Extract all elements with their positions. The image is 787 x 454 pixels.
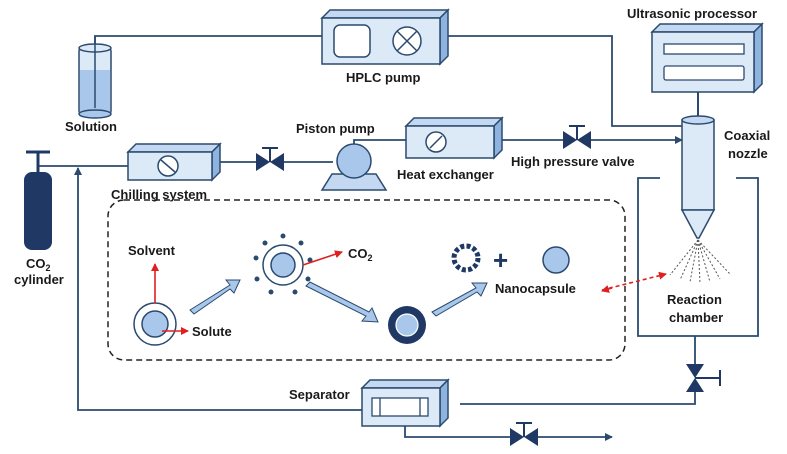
pipes <box>38 35 696 441</box>
heat-exchanger-label: Heat exchanger <box>397 167 494 182</box>
pipe-solution-hplc <box>94 35 322 48</box>
solution-vessel <box>78 36 112 119</box>
co2-cylinder-label: CO2 <box>26 256 51 273</box>
co2-cylinder <box>24 150 52 250</box>
nanocapsule-label: Nanocapsule <box>495 281 576 296</box>
piston-pump <box>320 143 388 191</box>
co2-molecules <box>253 233 313 295</box>
mechanism-inset-frame <box>107 199 626 361</box>
nozzle-label: nozzle <box>728 146 768 161</box>
spray-droplets <box>669 239 731 284</box>
pipe-outlet-separator <box>460 392 696 405</box>
pipe-hplc-nozzle <box>440 35 691 130</box>
block-arrow-3 <box>431 282 488 317</box>
ultrasonic-processor <box>650 22 764 120</box>
block-arrow-2 <box>305 281 379 323</box>
chamber-label: chamber <box>669 310 723 325</box>
plus-sign: + <box>493 245 508 275</box>
hplc-pump <box>320 8 450 66</box>
chilling-system <box>126 142 222 182</box>
released-core <box>542 246 570 274</box>
high-pressure-valve <box>563 125 591 149</box>
nanocapsule-shell <box>451 243 481 273</box>
reaction-label: Reaction <box>667 292 722 307</box>
coaxial-nozzle <box>680 115 716 239</box>
nanocapsule-to-chamber-arrow-back <box>601 285 613 293</box>
ultrasonic-processor-label: Ultrasonic processor <box>627 6 757 21</box>
high-pressure-valve-label: High pressure valve <box>511 154 635 169</box>
chilling-system-label: Chilling system <box>111 187 207 202</box>
droplet-initial <box>133 263 189 346</box>
drain-valve <box>510 422 538 446</box>
nanocapsule-to-chamber-arrow <box>601 271 667 291</box>
co2-inset-label: CO2 <box>348 246 373 263</box>
hplc-pump-label: HPLC pump <box>346 70 420 85</box>
separator <box>360 378 450 428</box>
piston-pump-label: Piston pump <box>296 121 375 136</box>
reaction-chamber <box>637 177 759 337</box>
droplet-shell-forming <box>388 306 426 344</box>
co2-line-valve <box>256 147 284 171</box>
solute-label: Solute <box>192 324 232 339</box>
block-arrow-1 <box>189 279 241 315</box>
coaxial-label: Coaxial <box>724 128 770 143</box>
droplet-co2-diffusion <box>253 233 343 295</box>
separator-label: Separator <box>289 387 350 402</box>
solvent-label: Solvent <box>128 243 176 258</box>
cylinder-label: cylinder <box>14 272 64 287</box>
pipe-recycle-loop <box>74 167 362 411</box>
hplc-display <box>333 24 371 58</box>
solution-label: Solution <box>65 119 117 134</box>
chamber-outlet-valve <box>686 364 721 392</box>
heat-exchanger <box>404 116 504 160</box>
pipe-separator-drain <box>404 426 510 438</box>
